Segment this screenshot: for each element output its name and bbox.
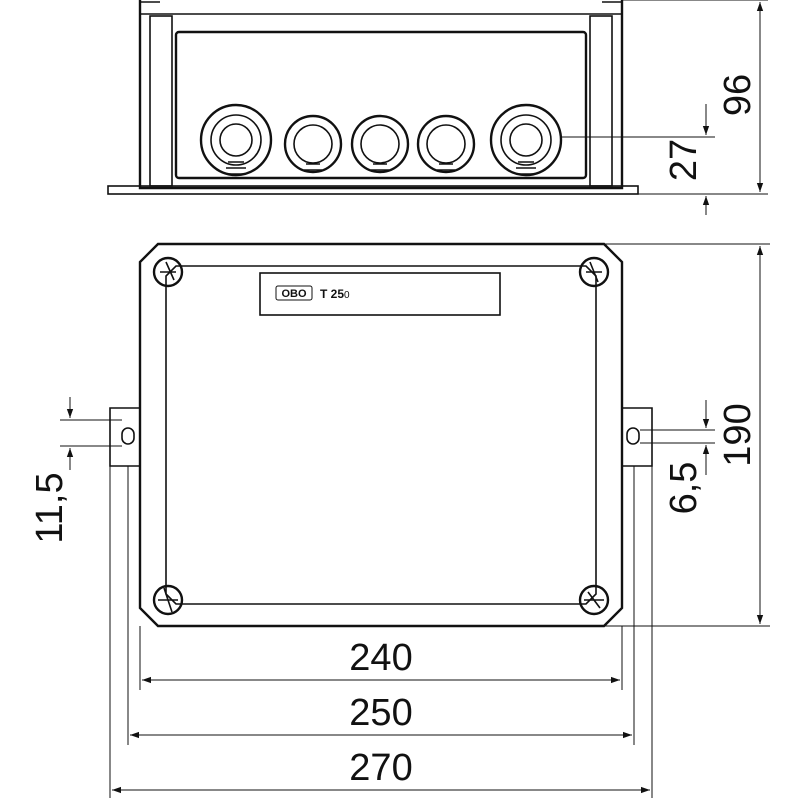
dim-slot-offset-label: 6,5 — [663, 462, 705, 515]
gland-4 — [416, 114, 476, 174]
side-corner-post-left — [149, 15, 173, 187]
lid-screw-top-right — [578, 256, 610, 288]
side-housing-outer — [138, 0, 624, 190]
side-base-plate — [107, 185, 639, 195]
top-housing-inner — [165, 265, 597, 605]
side-view: 96 27 — [107, 0, 768, 215]
dim-slot-width-label: 11,5 — [29, 472, 71, 543]
top-housing-outer — [138, 242, 624, 628]
model-label: T 250 — [320, 287, 350, 301]
dim-depth-label: 190 — [717, 403, 759, 466]
gland-2 — [283, 114, 343, 174]
lug-slot-left — [121, 427, 135, 445]
label-plate — [259, 272, 501, 316]
dim-entry-height-label: 27 — [663, 139, 705, 181]
dim-width-body-label: 250 — [349, 692, 412, 734]
brand-logo-text: OBO — [281, 288, 307, 300]
dim-width-inner-label: 240 — [349, 637, 412, 679]
mounting-lug-left — [109, 407, 140, 467]
dim-height-total-label: 96 — [717, 74, 759, 116]
gland-5 — [489, 103, 563, 177]
lid-screw-bottom-left — [152, 584, 184, 616]
lug-slot-right — [626, 427, 640, 445]
brand-logo — [275, 285, 313, 301]
lid-screw-top-left — [152, 256, 184, 288]
gland-1 — [199, 103, 273, 177]
top-view: OBO T 250 190 6,5 11,5 240 250 — [29, 242, 770, 798]
dim-width-total-label: 270 — [349, 747, 412, 789]
side-corner-post-right — [589, 15, 613, 187]
side-inner-panel — [174, 30, 588, 180]
gland-3 — [350, 114, 410, 174]
lid-screw-bottom-right — [578, 584, 610, 616]
mounting-lug-right — [622, 407, 653, 467]
